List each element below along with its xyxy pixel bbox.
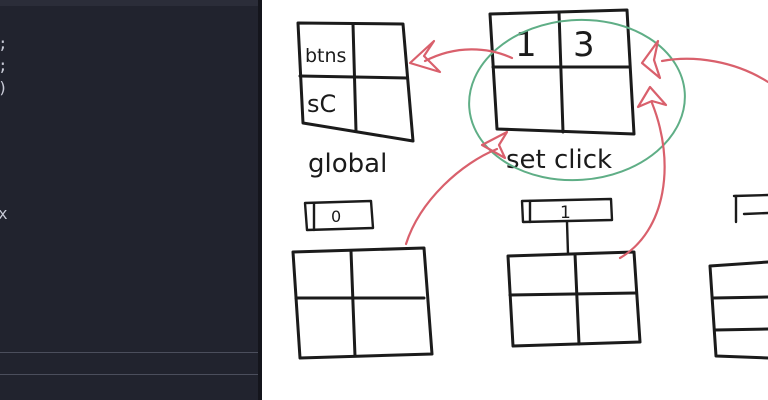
editor-divider-line bbox=[0, 374, 258, 375]
code-line-fragment: ; bbox=[0, 58, 8, 74]
global-cell-btns: btns bbox=[305, 45, 346, 67]
scope-arrow bbox=[404, 130, 509, 246]
bottom-table-1 bbox=[291, 246, 434, 360]
global-cell-sc: sC bbox=[307, 90, 336, 118]
global-label: global bbox=[308, 149, 387, 179]
code-line-fragment: ) bbox=[0, 80, 8, 96]
value-box-2 bbox=[732, 193, 768, 224]
value-box-0-text: 0 bbox=[331, 207, 341, 226]
code-line-fragment: x bbox=[0, 204, 8, 223]
scope-arrow bbox=[408, 39, 514, 74]
bottom-table-2 bbox=[506, 250, 642, 348]
scope-arrow bbox=[640, 39, 768, 84]
editor-top-bar bbox=[0, 0, 258, 6]
global-scope-table: btns sC bbox=[296, 21, 415, 143]
scope-circle bbox=[468, 18, 686, 182]
editor-divider-line bbox=[0, 352, 258, 353]
setclick-scope-table: 1 3 bbox=[488, 8, 636, 136]
panel-divider bbox=[258, 0, 262, 400]
value-box-0: 0 bbox=[303, 199, 375, 232]
bottom-table-3 bbox=[708, 260, 768, 360]
value-box-1-text: 1 bbox=[560, 203, 571, 223]
setclick-cell-1: 1 bbox=[515, 25, 537, 65]
scope-arrow bbox=[618, 85, 668, 260]
setclick-label: set click bbox=[506, 145, 612, 175]
code-line-fragment: ; bbox=[0, 36, 8, 52]
diagram-canvas: btns sC global 1 3 set click 0 1 bbox=[291, 8, 768, 360]
code-editor-panel: ; ; ) x bbox=[0, 0, 258, 400]
setclick-cell-3: 3 bbox=[573, 25, 595, 65]
whiteboard: btns sC global 1 3 set click 0 1 bbox=[262, 0, 768, 400]
value-box-1: 1 bbox=[520, 197, 614, 256]
